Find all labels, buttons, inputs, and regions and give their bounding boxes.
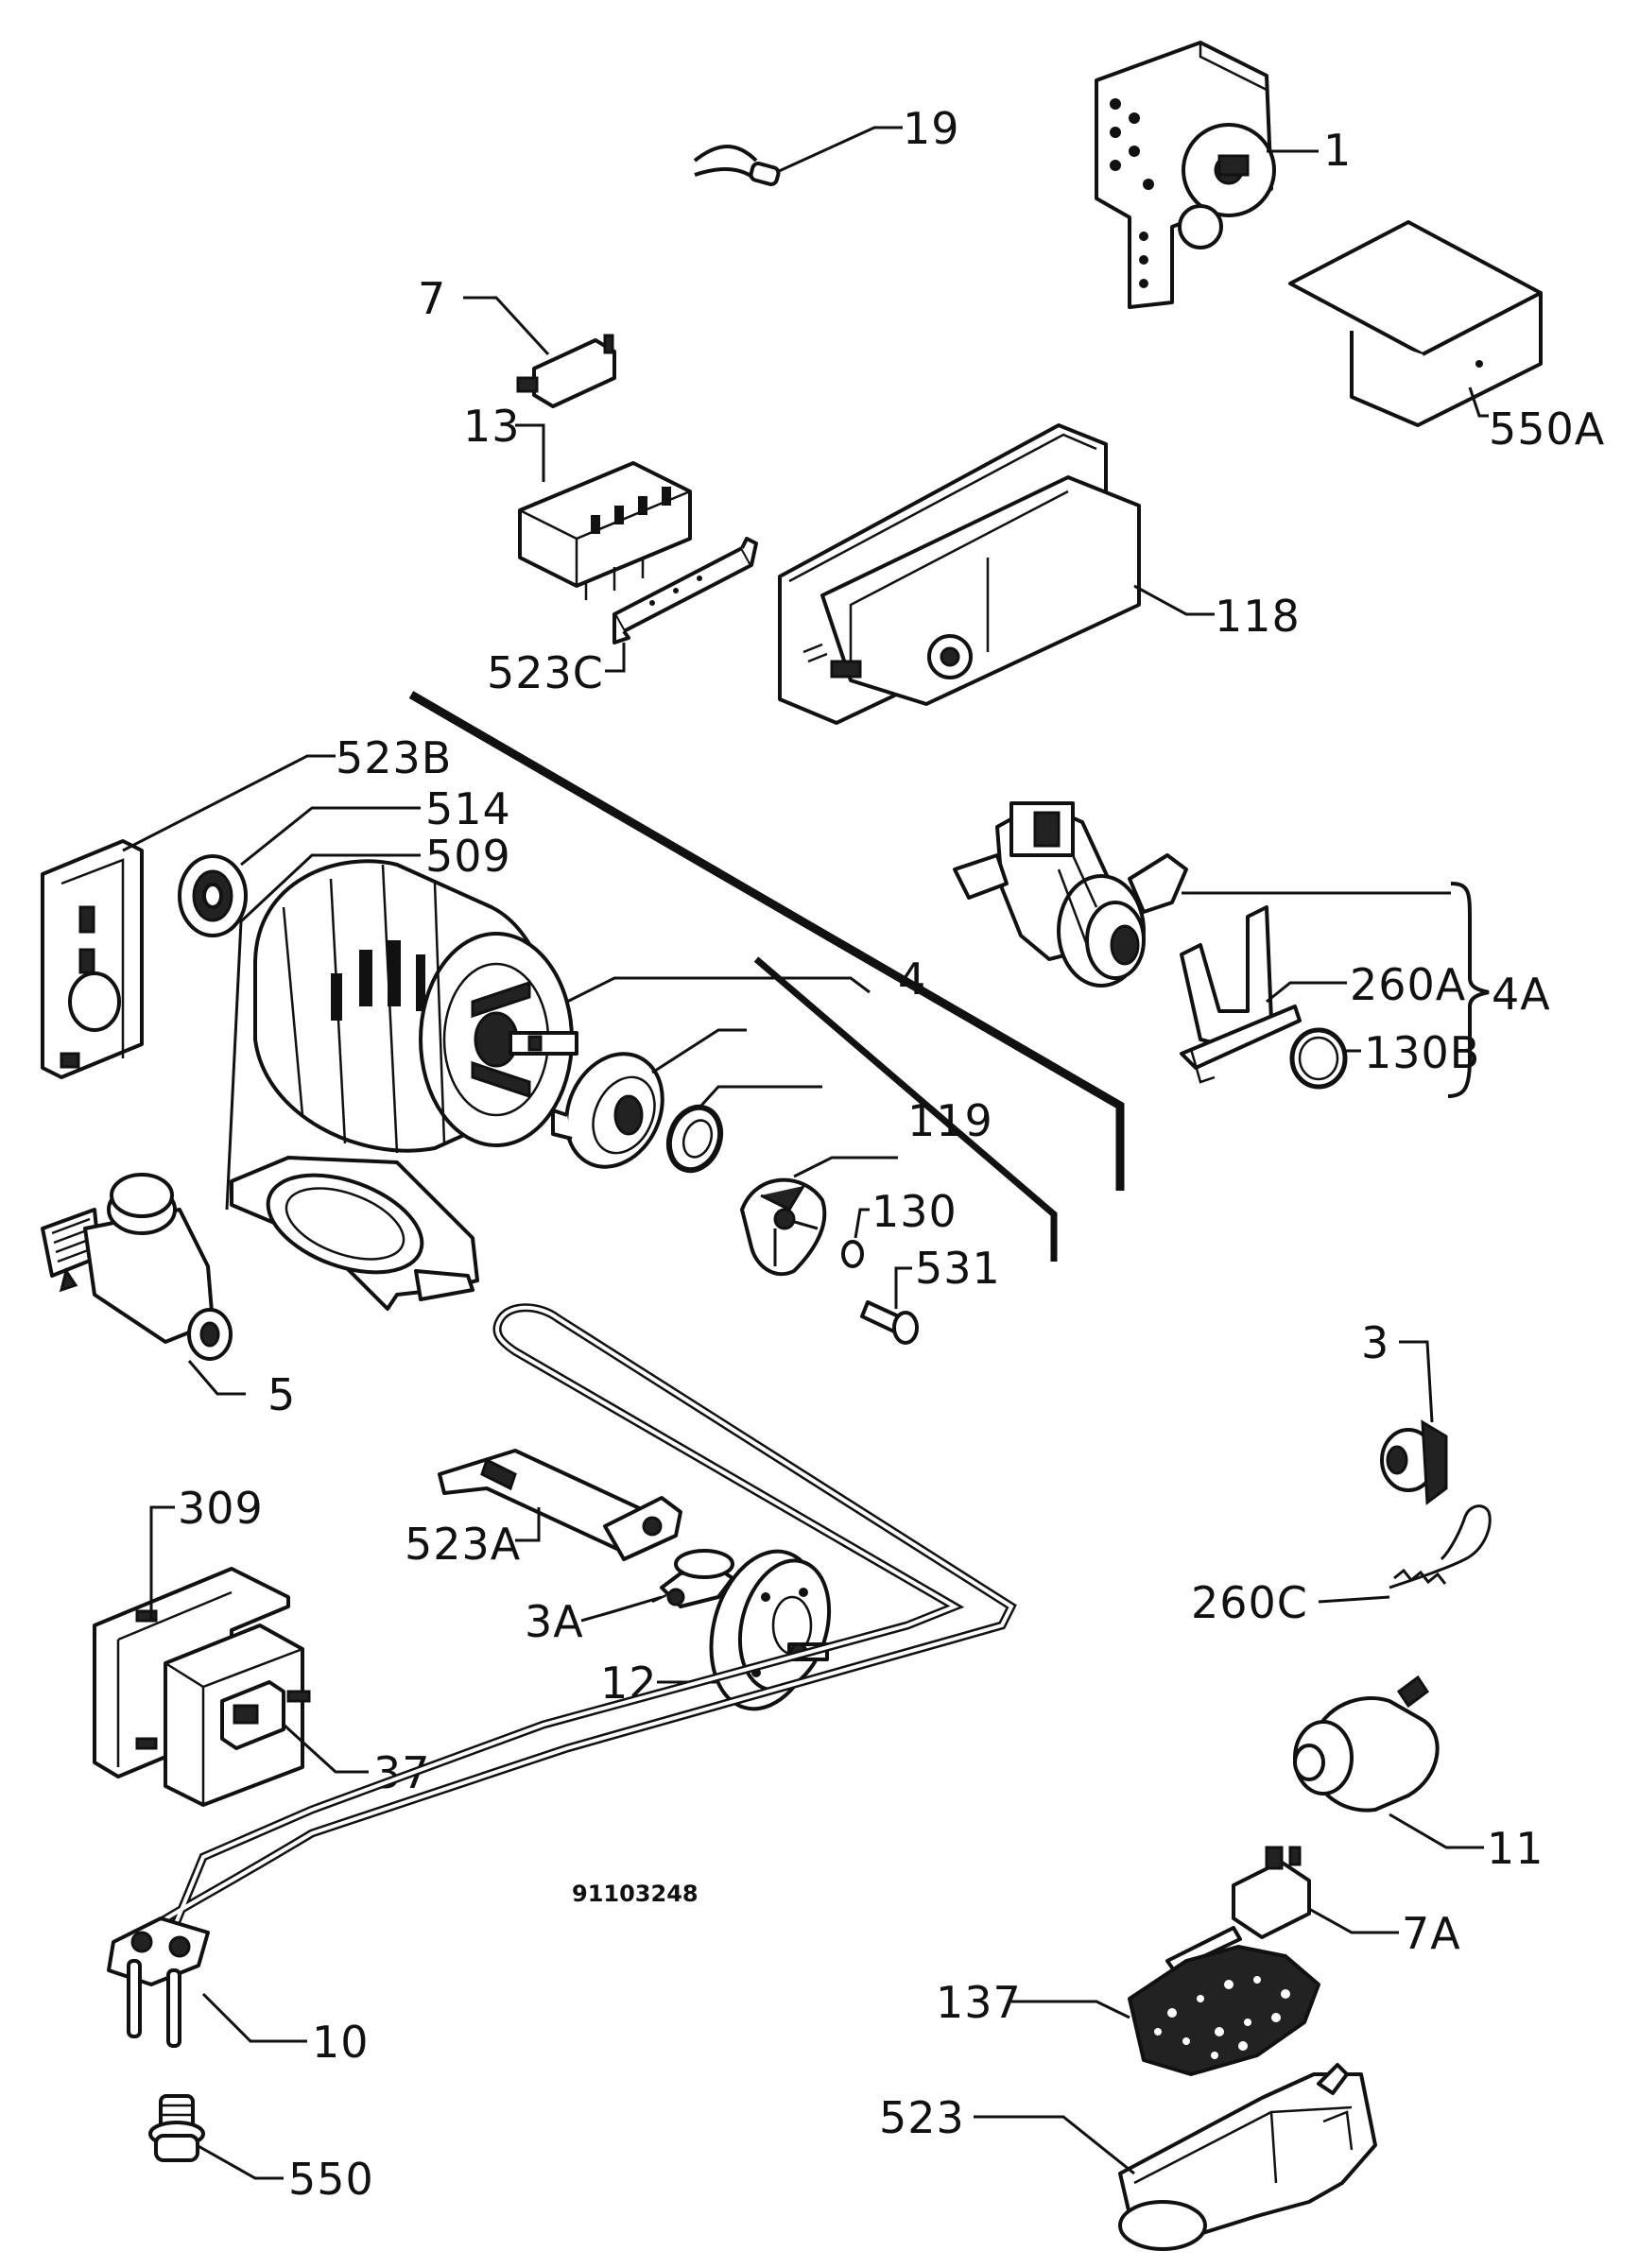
leader-119b [698, 1085, 822, 1109]
part-514-bearing [178, 854, 248, 937]
leader-37 [282, 1723, 369, 1774]
part-523B-cover [41, 839, 144, 1079]
leader-509 [225, 853, 421, 1211]
callout-7: 7 [418, 273, 446, 324]
callout-130B: 130B [1364, 1027, 1480, 1078]
leader-514 [240, 806, 421, 867]
callout-550A: 550A [1489, 404, 1605, 455]
part-531-screw [860, 1300, 919, 1345]
part-19-sensor [693, 145, 781, 186]
part-7-switch [516, 334, 616, 408]
leader-550A [1468, 387, 1489, 418]
part-130B-oring [1289, 1027, 1348, 1090]
callout-260C: 260C [1191, 1577, 1308, 1628]
callout-509: 509 [425, 831, 511, 882]
part-130-washer [841, 1240, 864, 1268]
callout-130: 130 [871, 1186, 958, 1237]
group-brace-4A [1447, 882, 1490, 1098]
part-137-filter [1128, 1945, 1320, 2076]
callout-13: 13 [463, 401, 521, 452]
callout-309: 309 [178, 1483, 264, 1534]
part-119-ring [665, 1104, 724, 1174]
leader-19 [776, 126, 903, 174]
leader-10 [201, 1992, 307, 2043]
callout-1: 1 [1323, 125, 1352, 176]
callout-3A: 3A [525, 1596, 584, 1647]
leader-4 [566, 976, 871, 1004]
part-260A-bracket [1180, 905, 1302, 1084]
callout-19: 19 [903, 103, 960, 154]
callout-11: 11 [1487, 1823, 1544, 1874]
part-523-base [1118, 2063, 1377, 2251]
callout-523B: 523B [336, 732, 452, 783]
leader-119c [793, 1156, 898, 1178]
part-509-motor [253, 859, 578, 1154]
callout-531: 531 [915, 1243, 1001, 1294]
part-4A-pump [953, 801, 1188, 988]
leader-3A [580, 1595, 663, 1623]
callout-260A: 260A [1350, 959, 1466, 1010]
part-260C-chain [1389, 1504, 1492, 1589]
leader-550 [196, 2143, 284, 2180]
leader-7A [1308, 1907, 1399, 1934]
part-13-switch-block [518, 461, 692, 600]
part-523A-bracket [438, 1449, 682, 1561]
part-motor-mount-plate [230, 1156, 479, 1311]
callout-10: 10 [312, 2017, 370, 2068]
part-11-motor [1293, 1675, 1440, 1813]
callout-514: 514 [425, 783, 511, 834]
part-10-heating-element [107, 1303, 1017, 2048]
part-118-dispenser [778, 423, 1141, 725]
callout-550: 550 [288, 2154, 374, 2205]
leader-523B [122, 754, 336, 852]
callout-3: 3 [1361, 1317, 1389, 1368]
group-bracket-4 [408, 691, 1125, 1191]
leader-7 [463, 296, 550, 356]
callout-118: 118 [1215, 591, 1301, 642]
part-119-seal-housing [551, 1052, 664, 1169]
part-119-impeller [740, 1177, 827, 1277]
callout-523: 523 [879, 2092, 965, 2143]
part-5-inlet-valve [41, 1173, 233, 1361]
part-3A-thermostat [651, 1549, 738, 1608]
leader-130 [854, 1208, 870, 1239]
callout-4: 4 [898, 954, 926, 1005]
drawing-number: 91103248 [572, 1881, 699, 1907]
part-550A-cover [1288, 220, 1543, 427]
leader-523 [974, 2115, 1135, 2175]
leader-309 [149, 1505, 175, 1621]
leader-523C [605, 643, 626, 673]
leader-260A [1266, 981, 1347, 1004]
callout-523A: 523A [405, 1519, 521, 1570]
leader-118 [1133, 584, 1215, 616]
leader-5 [187, 1360, 246, 1396]
leader-523A [515, 1507, 541, 1542]
callout-5: 5 [267, 1369, 296, 1420]
part-3-float [1380, 1419, 1448, 1505]
part-523C-bracket [612, 537, 758, 644]
part-1-timer [1095, 41, 1276, 309]
leader-260C [1318, 1595, 1390, 1604]
callout-137: 137 [936, 1977, 1022, 2028]
leader-531 [894, 1266, 912, 1309]
callout-7A: 7A [1402, 1908, 1461, 1959]
part-550-plug [148, 2094, 205, 2162]
callout-119: 119 [907, 1095, 993, 1146]
group-bracket-119 [753, 956, 1058, 1262]
part-37-control-box [164, 1624, 311, 1807]
callout-4A: 4A [1492, 969, 1551, 1020]
leader-11 [1389, 1813, 1484, 1849]
leader-137 [1011, 2000, 1130, 2019]
leader-13 [515, 423, 545, 482]
callout-523C: 523C [487, 647, 604, 698]
leader-119a [651, 1028, 747, 1074]
leader-3 [1399, 1340, 1434, 1423]
